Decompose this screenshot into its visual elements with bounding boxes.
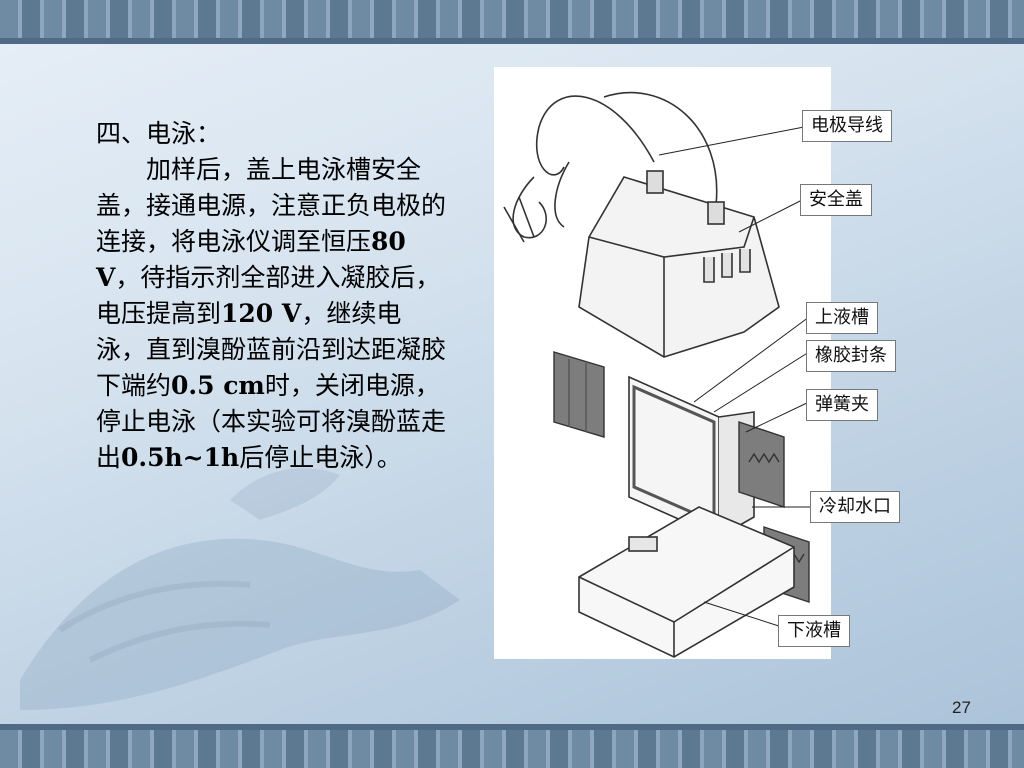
lower-tank bbox=[578, 506, 795, 658]
label-electrode-wire: 电极导线 bbox=[802, 110, 892, 142]
text-segment: 后停止电泳）。 bbox=[239, 443, 402, 472]
electrode-wire-right bbox=[603, 91, 718, 206]
text-segment: 时，关闭电源，停止电泳（本实验可将溴酚蓝走出 bbox=[96, 371, 447, 472]
body-text: 四、电泳： 加样后，盖上电泳槽安全盖，接通电源，注意正负电极的连接，将电泳仪调至… bbox=[96, 116, 446, 476]
label-lower-tank: 下液槽 bbox=[778, 615, 850, 647]
page-number: 27 bbox=[952, 698, 971, 717]
voltage-value: 80 V bbox=[96, 227, 406, 292]
label-cooling-outlet: 冷却水口 bbox=[810, 491, 900, 523]
label-rubber-seal: 橡胶封条 bbox=[806, 340, 896, 372]
voltage-value: 120 V bbox=[221, 299, 302, 328]
distance-value: 0.5 cm bbox=[171, 371, 265, 400]
apparatus-drawing bbox=[503, 91, 814, 658]
background-hand-watermark bbox=[20, 468, 460, 710]
label-safety-lid: 安全盖 bbox=[800, 184, 872, 216]
section-heading: 四、电泳： bbox=[96, 119, 222, 148]
label-spring-clip: 弹簧夹 bbox=[806, 389, 878, 421]
text-segment: 加样后，盖上电泳槽安全盖，接通电源，注意正负电极的连接，将电泳仪调至恒压 bbox=[96, 155, 447, 256]
procedure-paragraph: 加样后，盖上电泳槽安全盖，接通电源，注意正负电极的连接，将电泳仪调至恒压80 V… bbox=[96, 152, 446, 476]
label-upper-tank: 上液槽 bbox=[806, 302, 878, 334]
leader-lines bbox=[658, 126, 814, 628]
time-value: 0.5h~1h bbox=[121, 443, 240, 472]
bottom-decorative-band bbox=[0, 724, 1024, 768]
electrophoresis-apparatus-figure bbox=[494, 67, 831, 659]
safety-lid bbox=[578, 170, 780, 358]
text-segment: ，继续电泳，直到溴酚蓝前沿到达距凝胶下端约 bbox=[96, 299, 447, 400]
electrode-wire-left bbox=[536, 95, 655, 176]
text-segment: ，待指示剂全部进入凝胶后，电压提高到 bbox=[96, 263, 441, 328]
top-decorative-band bbox=[0, 0, 1024, 44]
